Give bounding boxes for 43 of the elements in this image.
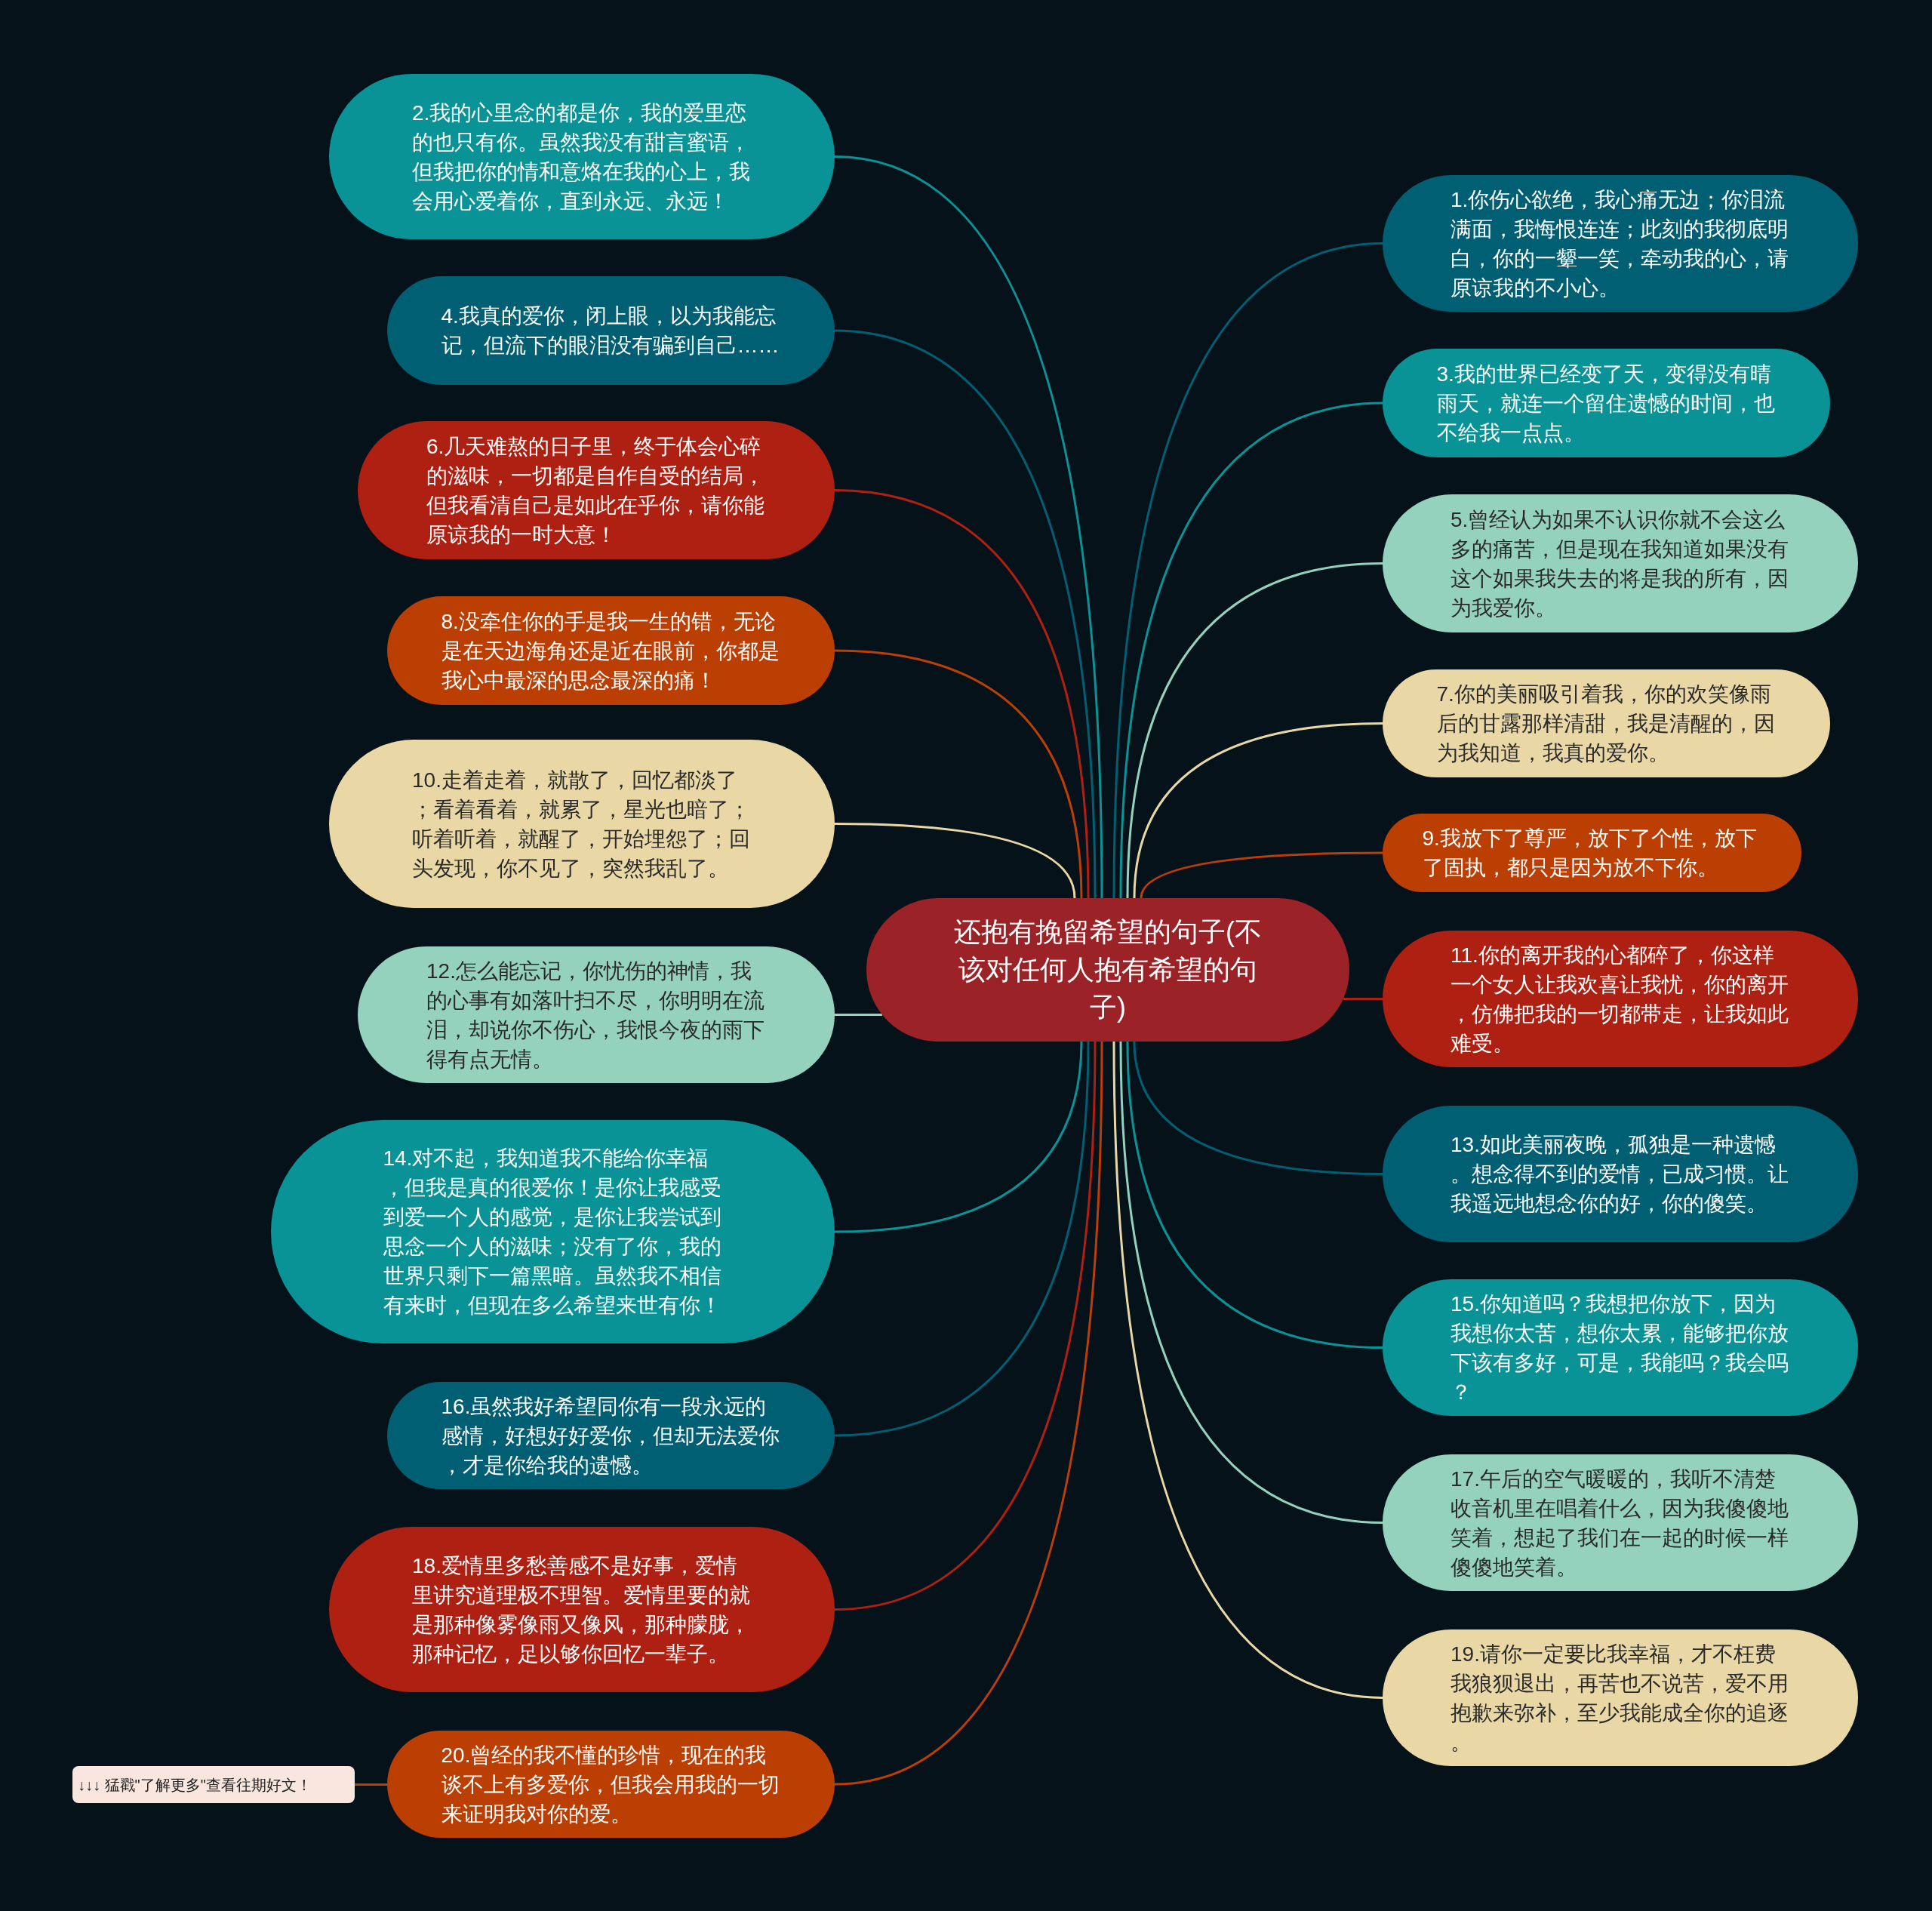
topic-text: 19.请你一定要比我幸福，才不枉费我狼狈退出，再苦也不说苦，爱不用抱歉来弥补，至少我能成全你的追逐。 bbox=[1451, 1641, 1789, 1756]
connector-line bbox=[1126, 562, 1383, 899]
connector-line bbox=[835, 1014, 882, 1016]
connector-line bbox=[1140, 851, 1383, 899]
connector-line bbox=[355, 1783, 387, 1786]
topic-text: 11.你的离开我的心都碎了，你这样一个女人让我欢喜让我忧，你的离开，仿佛把我的一切都带走，让我如此难受。 bbox=[1451, 942, 1789, 1057]
topic-text: 2.我的心里念的都是你，我的爱里恋的也只有你。虽然我没有甜言蜜语，但我把你的情和意烙在我的心上，我会用心爱着你，直到永远、永远！ bbox=[412, 100, 751, 214]
topic-text: 7.你的美丽吸引着我，你的欢笑像雨后的甘露那样清甜，我是清醒的，因为我知道，我真的爱你。 bbox=[1436, 682, 1776, 766]
topic-text: 8.没牵住你的手是我一生的错，无论是在天边海角还是近在眼前，你都是我心中最深的思念最深的痛！ bbox=[441, 608, 780, 694]
note-text: ↓↓↓ 猛戳"了解更多"查看往期好文！ bbox=[78, 1775, 312, 1795]
connector-line bbox=[834, 155, 1103, 899]
topic-text: 16.虽然我好希望同你有一段永远的感情，好想好好爱你，但却无法爱你，才是你给我的遗憾。 bbox=[441, 1393, 780, 1479]
topic-text: 9.我放下了尊严，放下了个性，放下了固执，都只是因为放不下你。 bbox=[1422, 826, 1758, 881]
connector-line bbox=[1133, 1041, 1383, 1175]
topic-text: 1.你伤心欲绝，我心痛无边；你泪流满面，我悔恨连连；此刻的我彻底明白，你的一颦一笑，牵动我的心，请原谅我的不小心。 bbox=[1451, 186, 1789, 301]
connector-line bbox=[1133, 722, 1383, 899]
connector-line bbox=[1112, 242, 1383, 899]
connector-line bbox=[834, 329, 1097, 899]
topic-text: 20.曾经的我不懂的珍惜，现在的我谈不上有多爱你，但我会用我的一切来证明我对你的爱。 bbox=[441, 1742, 780, 1827]
note-tag bbox=[72, 1766, 355, 1803]
topic-text: 13.如此美丽夜晚，孤独是一种遗憾。想念得不到的爱情，已成习惯。让我遥远地想念你的好，你的傻笑。 bbox=[1451, 1132, 1789, 1217]
connector-line bbox=[834, 649, 1083, 899]
connector-line bbox=[834, 1041, 1097, 1611]
connector-line bbox=[1119, 1041, 1383, 1524]
topic-text: 5.曾经认为如果不认识你就不会这么多的痛苦，但是现在我知道如果没有这个如果我失去的将是我的所有，因为我爱你。 bbox=[1451, 506, 1789, 621]
connector-line bbox=[834, 489, 1090, 899]
connector-line bbox=[835, 823, 1076, 899]
topic-text: 15.你知道吗？我想把你放下，因为我想你太苦，想你太累，能够把你放下该有多好，可是，我能吗？我会吗？ bbox=[1451, 1291, 1789, 1405]
topic-text: 4.我真的爱你，闭上眼，以为我能忘记，但流下的眼泪没有骗到自己…… bbox=[441, 303, 780, 359]
connector-line bbox=[834, 1041, 1090, 1437]
topic-text: 18.爱情里多愁善感不是好事，爱情里讲究道理极不理智。爱情里要的就是那种像雾像雨又像风，那种朦胧，那种记忆，足以够你回忆一辈子。 bbox=[412, 1552, 751, 1667]
topic-text: 17.午后的空气暖暖的，我听不清楚收音机里在唱着什么，因为我傻傻地笑着，想起了我们在一起的时候一样傻傻地笑着。 bbox=[1451, 1466, 1789, 1580]
topic-text: 14.对不起，我知道我不能给你幸福，但我是真的很爱你！是你让我感受到爱一个人的感觉，是你让我尝试到思念一个人的滋味；没有了你，我的世界只剩下一篇黑暗。虽然我不相信有来时，但现在多么希望来世有你！ bbox=[383, 1146, 722, 1319]
connector-line bbox=[834, 1041, 1083, 1233]
connector-line bbox=[1112, 1041, 1383, 1699]
connector-line bbox=[1126, 1041, 1383, 1349]
connector-line bbox=[834, 1041, 1103, 1786]
topic-text: 12.怎么能忘记，你忧伤的神情，我的心事有如落叶扫不尽，你明明在流泪，却说你不伤心，我恨今夜的雨下得有点无情。 bbox=[426, 958, 765, 1072]
topic-text: 10.走着走着，就散了，回忆都淡了；看着看着，就累了，星光也暗了；听着听着，就醒了，开始埋怨了；回头发现，你不见了，突然我乱了。 bbox=[412, 767, 751, 882]
connector-line bbox=[1119, 402, 1383, 899]
central-topic-text: 还抱有挽留希望的句子(不该对任何人抱有希望的句子) bbox=[953, 915, 1263, 1024]
topic-text: 3.我的世界已经变了天，变得没有晴雨天，就连一个留住遗憾的时间，也不给我一点点。 bbox=[1436, 361, 1776, 446]
topic-text: 6.几天难熬的日子里，终于体会心碎的滋味，一切都是自作自受的结局，但我看清自己是如此在乎你，请你能原谅我的一时大意！ bbox=[426, 433, 765, 548]
